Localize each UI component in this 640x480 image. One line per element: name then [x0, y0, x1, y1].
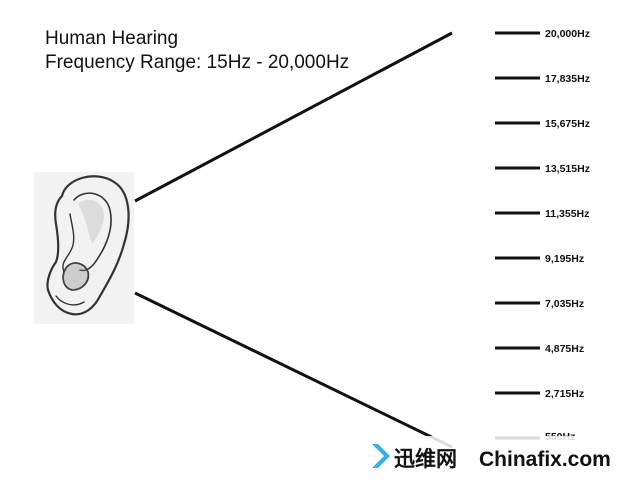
- freq-label-7035: 7,035Hz: [545, 298, 584, 310]
- freq-label-15675: 15,675Hz: [545, 118, 590, 130]
- watermark-brand-en: Chinafix.com: [479, 448, 611, 471]
- freq-label-13515: 13,515Hz: [545, 163, 590, 175]
- diagram-subtitle: Frequency Range: 15Hz - 20,000Hz: [45, 52, 349, 73]
- frequency-scale: 20,000Hz 17,835Hz 15,675Hz 13,515Hz 11,3…: [495, 28, 590, 443]
- watermark: 迅维网 Chinafix.com: [362, 436, 640, 476]
- ear-icon: [34, 172, 134, 324]
- chevron-icon: [372, 444, 390, 468]
- funnel-line-upper: [134, 31, 453, 203]
- watermark-brand-cn: 迅维网: [394, 447, 457, 471]
- freq-label-4875: 4,875Hz: [545, 343, 584, 355]
- freq-label-9195: 9,195Hz: [545, 253, 584, 265]
- diagram-title: Human Hearing: [45, 28, 178, 49]
- freq-label-11355: 11,355Hz: [545, 208, 589, 220]
- funnel-line-lower: [134, 291, 453, 449]
- freq-label-20000: 20,000Hz: [545, 28, 590, 40]
- freq-label-2715: 2,715Hz: [545, 388, 584, 400]
- freq-label-17835: 17,835Hz: [545, 73, 590, 85]
